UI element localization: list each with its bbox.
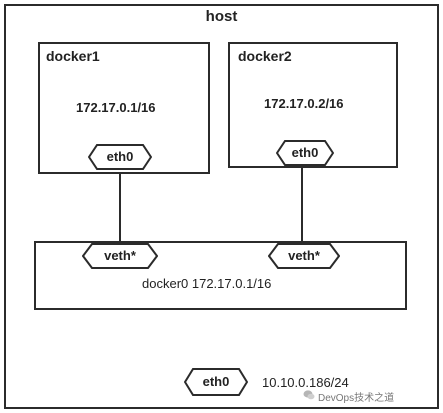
docker1-eth0-port: eth0 [88, 144, 152, 170]
docker2-ip: 172.17.0.2/16 [264, 96, 344, 111]
wire-docker1-veth [119, 172, 121, 243]
docker1-ip: 172.17.0.1/16 [76, 100, 156, 115]
hexagon-port-icon [82, 243, 158, 269]
watermark-text: DevOps技术之道 [318, 393, 395, 404]
docker2-eth0-label: eth0 [291, 145, 319, 160]
docker1-eth0-label: eth0 [106, 149, 134, 164]
host-eth0-ip: 10.10.0.186/24 [262, 375, 349, 390]
docker1-title: docker1 [46, 48, 100, 64]
hexagon-port-icon [276, 140, 334, 166]
bridge-veth-right-label: veth* [288, 248, 320, 263]
docker0-label: docker0 172.17.0.1/16 [142, 276, 272, 291]
hexagon-port-icon [88, 144, 152, 170]
host-label: host [205, 8, 238, 25]
docker2-eth0-port: eth0 [276, 140, 334, 166]
bridge-veth-left-label: veth* [104, 248, 136, 263]
wechat-icon [303, 390, 315, 400]
docker2-title: docker2 [238, 48, 292, 64]
host-eth0-port: eth0 [184, 368, 248, 396]
bridge-veth-right: veth* [268, 243, 340, 269]
hexagon-port-icon [184, 368, 248, 396]
host-eth0-label: eth0 [202, 374, 230, 389]
wire-docker2-veth [301, 166, 303, 243]
bridge-veth-left: veth* [82, 243, 158, 269]
docker0-bridge [34, 241, 407, 310]
hexagon-port-icon [268, 243, 340, 269]
